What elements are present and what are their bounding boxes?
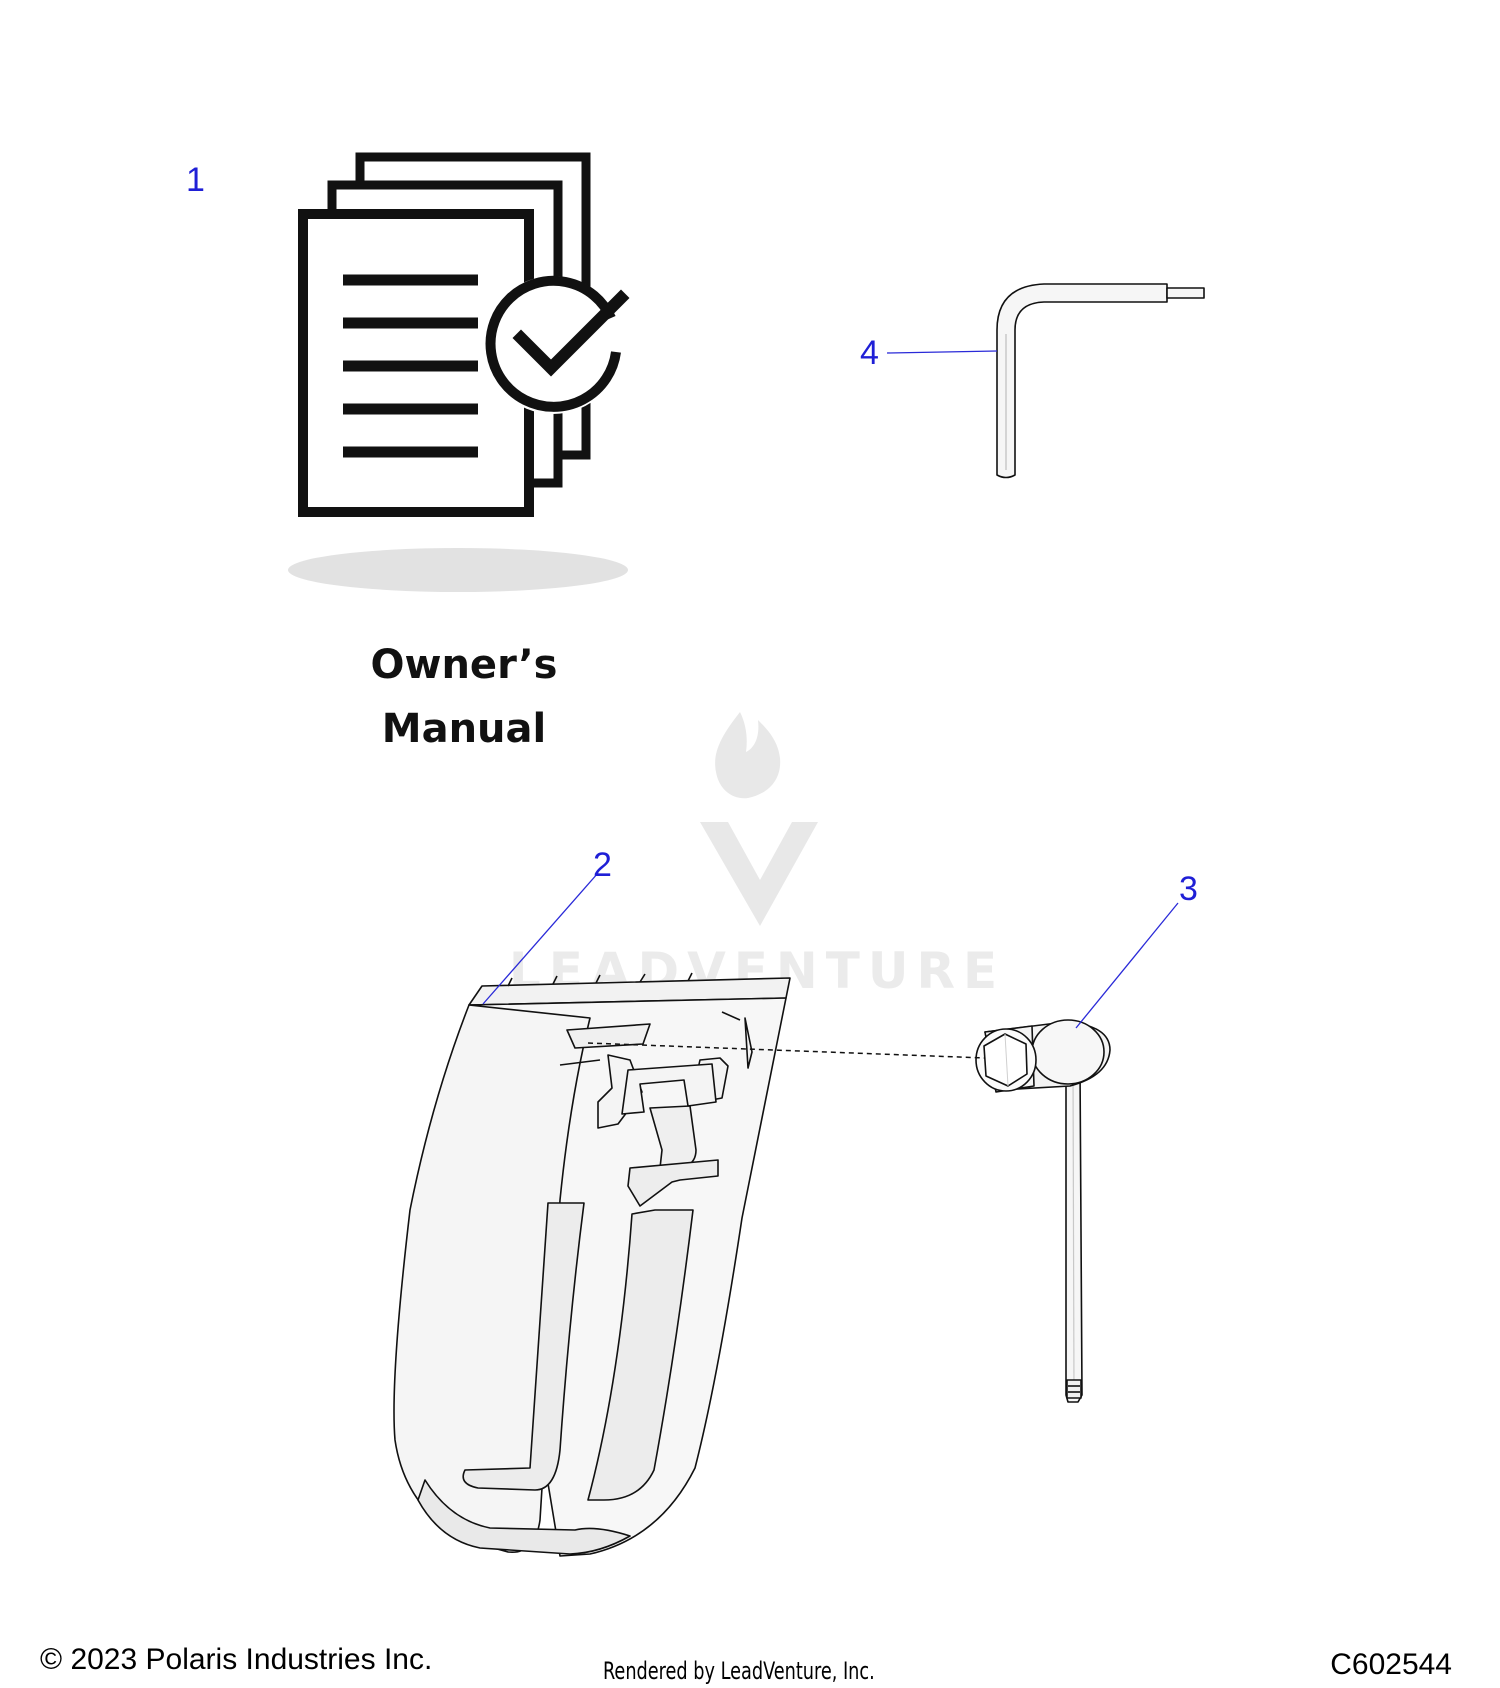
- leadventure-watermark: LEADVENTURE: [509, 712, 997, 1000]
- leader-line-3: [1075, 902, 1179, 1029]
- callout-2: 2: [593, 846, 612, 884]
- callout-1: 1: [186, 161, 205, 199]
- rendered-by-text: Rendered by LeadVenture, Inc.: [603, 1657, 875, 1685]
- t-socket-wrench-part: [975, 1019, 1111, 1403]
- manual-caption-line2: Manual: [382, 706, 546, 752]
- leader-line-4: [886, 350, 998, 354]
- assembly-dashed-line: [587, 1042, 986, 1059]
- callout-3: 3: [1179, 870, 1198, 908]
- tool-holder-part: [393, 972, 791, 1557]
- leader-line-2: [482, 872, 599, 1005]
- manual-caption-line1: Owner’s: [371, 642, 558, 688]
- diagram-id: C602544: [1330, 1648, 1452, 1681]
- copyright-text: © 2023 Polaris Industries Inc.: [40, 1643, 433, 1676]
- manual-shadow: [288, 548, 628, 592]
- callout-4: 4: [860, 334, 879, 372]
- owners-manual-part: Owner’s Manual: [288, 152, 630, 752]
- checkmark-badge-icon: [484, 275, 630, 414]
- v-logo-icon: [700, 822, 818, 926]
- flame-icon: [715, 712, 781, 799]
- hex-key-part: [996, 283, 1205, 479]
- manual-text-lines: [343, 274, 478, 458]
